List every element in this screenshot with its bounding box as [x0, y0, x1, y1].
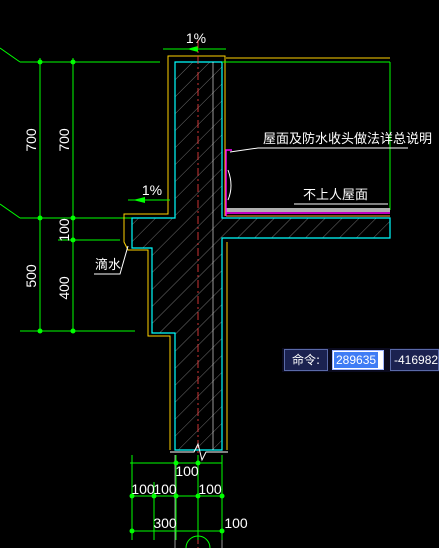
dim-bottom-right: 100	[224, 515, 248, 531]
finish-outline	[123, 55, 390, 450]
command-x-field[interactable]: 289635	[332, 350, 384, 370]
slope-top-label: 1%	[186, 30, 206, 46]
roof-note-text: 屋面及防水收头做法详总说明	[263, 131, 432, 147]
command-x-value: 289635	[334, 352, 379, 368]
dim-bottom-top: 100	[175, 463, 199, 479]
dim-left-outer-top: 700	[23, 128, 39, 152]
dim-bottom-seg2: 100	[153, 481, 177, 497]
command-y-field[interactable]: -416982	[390, 349, 439, 371]
slope-arrow-left	[133, 197, 145, 203]
roof-layers	[225, 149, 390, 217]
dim-bottom-total: 300	[153, 515, 177, 531]
roof-note-leader	[229, 147, 408, 153]
drip-leader	[94, 245, 129, 275]
dim-left-inner-top: 700	[56, 128, 72, 152]
drip-text: 滴水	[95, 257, 121, 273]
dim-left-inner-bottom: 400	[56, 276, 72, 300]
roof-type-text: 不上人屋面	[303, 188, 368, 203]
dim-left-outer-bottom: 500	[23, 264, 39, 288]
concrete-section	[131, 61, 391, 451]
left-dimension-ticks	[37, 59, 76, 334]
slope-left-label: 1%	[142, 182, 162, 198]
dim-left-inner-mid: 100	[56, 218, 72, 242]
command-input-bar[interactable]: 命令: 289635 -416982	[282, 348, 439, 372]
command-label: 命令:	[284, 349, 328, 371]
left-dimension-lines	[0, 47, 160, 333]
dim-bottom-seg1: 100	[131, 481, 155, 497]
dim-bottom-seg3: 100	[198, 481, 222, 497]
slope-arrow-top	[187, 46, 198, 52]
bottom-dimension-ticks	[129, 460, 225, 534]
axis-bubble	[185, 535, 211, 548]
break-line	[170, 442, 228, 462]
